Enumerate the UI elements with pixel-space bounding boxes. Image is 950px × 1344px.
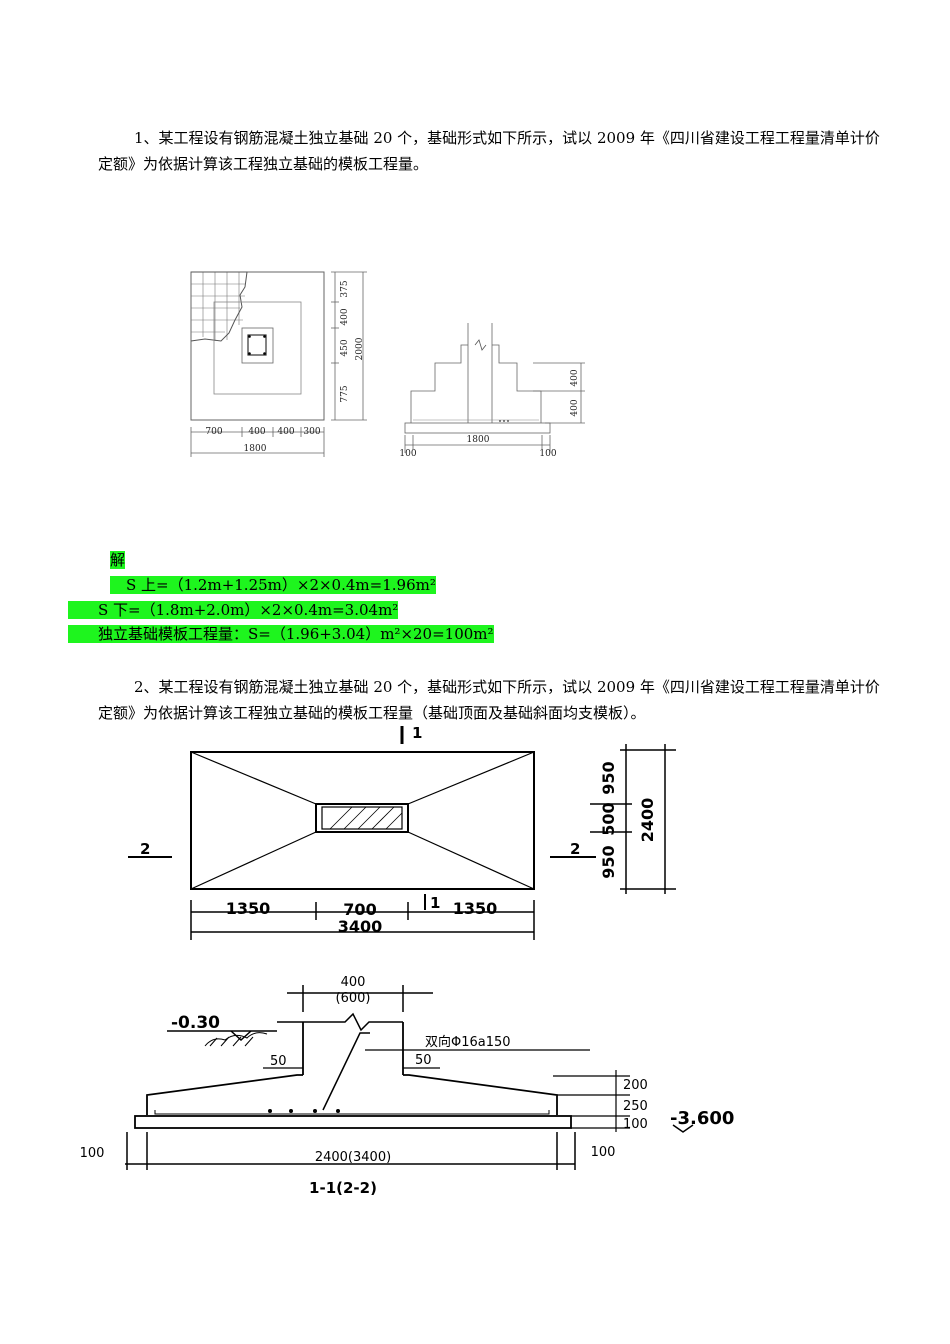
plan-total-right: 2000 [355, 337, 365, 360]
solution-line-3: 独立基础模板工程量：S=（1.96+3.04）m²×20=100m² [68, 624, 494, 645]
figure-2-plan: 1 1 2 2 950 500 950 2400 1350 700 1350 3… [128, 724, 676, 940]
column-width: 400 [341, 975, 366, 990]
bottom-level: -3.600 [670, 1108, 734, 1129]
base-width: 2400(3400) [315, 1150, 391, 1165]
section-dim-right-1: 400 [570, 399, 580, 416]
section-label: 1-1(2-2) [309, 1179, 377, 1197]
rebar-note: 双向Φ16a150 [425, 1034, 511, 1050]
plan-dim-right-1: 400 [340, 308, 350, 325]
plan-dim-bottom-0: 700 [205, 427, 222, 437]
offset-left: 50 [270, 1054, 287, 1069]
offset-right: 50 [415, 1053, 432, 1068]
plan2-dim-bottom-0: 1350 [226, 899, 271, 918]
column-width-alt: (600) [336, 991, 371, 1006]
plan2-dim-right-0: 950 [599, 761, 618, 794]
plan-dim-bottom-2: 400 [277, 427, 294, 437]
figure-1-section: 400 400 1800 100 100 [399, 323, 585, 459]
cut-top-label: 1 [412, 724, 422, 742]
plan2-dim-right-1: 500 [599, 802, 618, 835]
problem-1-text: 1、某工程设有钢筋混凝土独立基础 20 个，基础形式如下所示，试以 2009 年… [98, 125, 888, 177]
plan-dim-right-0: 375 [340, 280, 350, 297]
problem-1-content: 1、某工程设有钢筋混凝土独立基础 20 个，基础形式如下所示，试以 2009 年… [98, 129, 880, 173]
side-left: 100 [80, 1146, 105, 1161]
solution-line-2: S 下=（1.8m+2.0m）×2×0.4m=3.04m² [68, 600, 399, 621]
height-dim-1: 250 [623, 1099, 648, 1114]
ground-level: -0.30 [171, 1013, 220, 1033]
plan2-dim-right-2: 950 [599, 845, 618, 878]
plan2-total-bottom: 3400 [338, 917, 383, 936]
section-side-right: 100 [539, 449, 556, 459]
height-dim-0: 200 [623, 1078, 648, 1093]
side-right: 100 [591, 1145, 616, 1160]
plan-total-bottom: 1800 [244, 444, 267, 454]
problem-2-text: 2、某工程设有钢筋混凝土独立基础 20 个，基础形式如下所示，试以 2009 年… [98, 674, 888, 726]
plan2-dim-bottom-1: 700 [343, 900, 376, 919]
plan-dim-right-2: 450 [340, 339, 350, 356]
plan-dim-bottom-3: 300 [303, 427, 320, 437]
plan2-dim-bottom-2: 1350 [453, 899, 498, 918]
figure-3-section: 400 (600) -0.30 50 50 双向Φ16a150 200 250 … [80, 975, 735, 1197]
solution-label: 解 [110, 551, 126, 569]
section-side-left: 100 [399, 449, 416, 459]
problem-2-content: 2、某工程设有钢筋混凝土独立基础 20 个，基础形式如下所示，试以 2009 年… [98, 678, 880, 722]
cut-left-label: 2 [140, 840, 150, 858]
plan-dim-bottom-1: 400 [248, 427, 265, 437]
cut-bottom-label: 1 [430, 894, 440, 912]
plan2-total-right: 2400 [638, 798, 657, 843]
cut-right-label: 2 [570, 840, 580, 858]
plan-dim-right-3: 775 [340, 385, 350, 402]
height-dim-2: 100 [623, 1117, 648, 1132]
section-dim-right-0: 400 [570, 369, 580, 386]
figure-1-plan: 375 400 450 775 2000 700 400 400 300 180… [190, 271, 367, 457]
section-width: 1800 [467, 435, 490, 445]
solution-line-1: S 上=（1.2m+1.25m）×2×0.4m=1.96m² [110, 575, 436, 596]
